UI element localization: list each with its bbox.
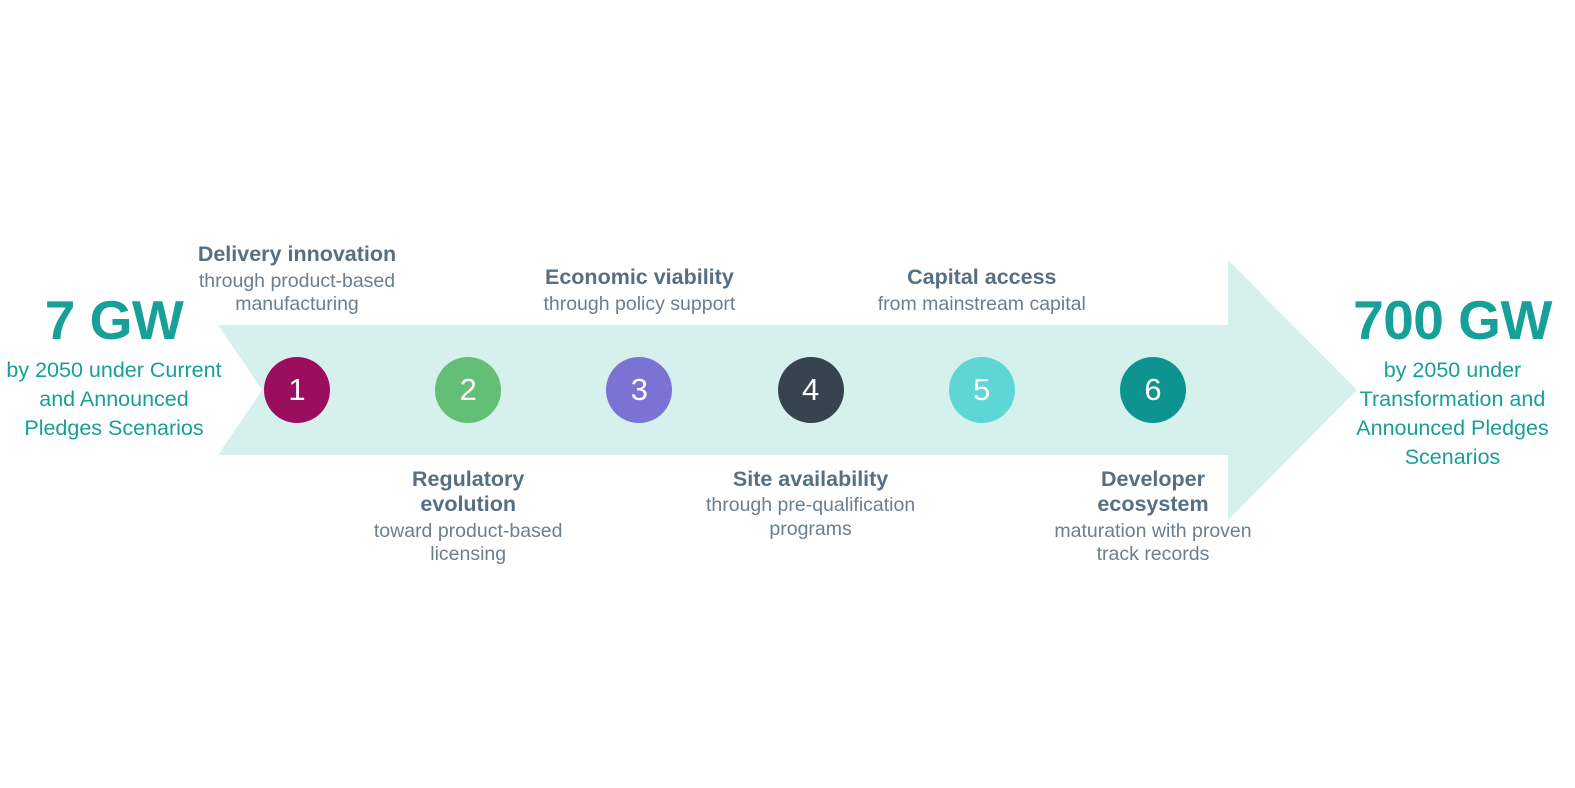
step-title-5: Capital access: [907, 265, 1057, 290]
step-circle-6[interactable]: 6: [1120, 357, 1186, 423]
step-circle-4[interactable]: 4: [777, 357, 844, 423]
step-desc-2: toward product-based licensing: [373, 519, 563, 565]
endpoint-right-value: 700 GW: [1353, 289, 1552, 351]
step-circle-3[interactable]: 3: [606, 357, 673, 423]
endpoint-right: 700 GW by 2050 under Transformation and …: [1330, 289, 1575, 473]
endpoint-right-caption: by 2050 under Transformation and Announc…: [1356, 357, 1549, 470]
step-number-6: 6: [1144, 371, 1162, 407]
step-desc-5: from mainstream capital: [877, 292, 1086, 315]
step-desc-1: through product-based manufacturing: [198, 269, 396, 315]
step-number-1: 1: [288, 371, 306, 407]
step-title-6: Developer ecosystem: [1097, 467, 1209, 517]
step-desc-4: through pre-qualification programs: [705, 494, 916, 540]
endpoint-left: 7 GW by 2050 under Current and Announced…: [0, 289, 228, 443]
step-label-1: Delivery innovation through product-base…: [192, 242, 402, 316]
step-title-1: Delivery innovation: [197, 242, 397, 267]
endpoint-left-caption: by 2050 under Current and Announced Pled…: [6, 357, 222, 441]
step-title-3: Economic viability: [545, 265, 734, 290]
step-label-6: Developer ecosystem maturation with prov…: [1048, 467, 1258, 566]
step-circle-5[interactable]: 5: [948, 357, 1015, 423]
step-label-5: Capital access from mainstream capital: [877, 265, 1087, 316]
step-label-3: Economic viability through policy suppor…: [534, 265, 744, 316]
step-label-4: Site availability through pre-qualificat…: [706, 467, 916, 541]
step-desc-6: maturation with proven track records: [1054, 519, 1252, 565]
step-number-2: 2: [459, 371, 477, 407]
step-number-3: 3: [630, 371, 649, 407]
step-label-2: Regulatory evolution toward product-base…: [363, 467, 573, 566]
step-title-2: Regulatory evolution: [412, 467, 525, 517]
endpoint-left-value: 7 GW: [44, 289, 184, 351]
step-number-5: 5: [973, 371, 991, 407]
step-circle-2[interactable]: 2: [435, 357, 502, 423]
step-circle-1[interactable]: 1: [264, 357, 330, 423]
step-number-4: 4: [801, 371, 820, 407]
step-title-4: Site availability: [732, 467, 889, 491]
step-desc-3: through policy support: [543, 292, 736, 315]
